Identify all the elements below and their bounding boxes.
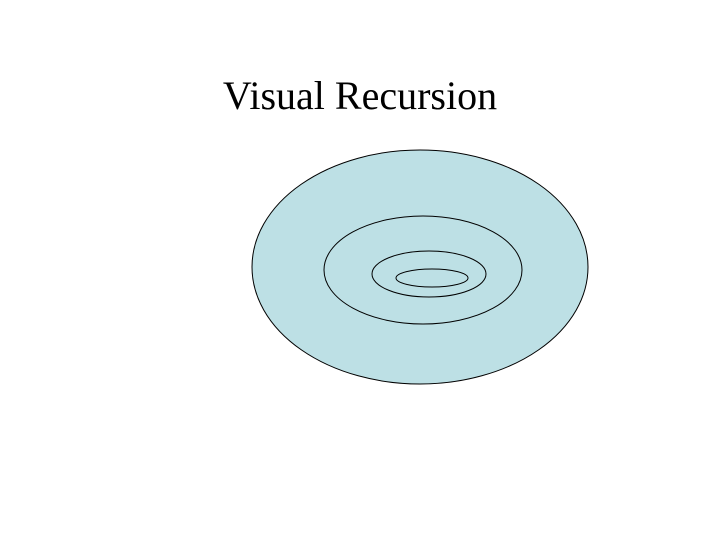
- slide-title: Visual Recursion: [222, 73, 498, 118]
- ellipse-inner: [395, 268, 469, 288]
- ellipse-third: [371, 250, 487, 298]
- ellipse-second: [323, 215, 523, 325]
- ellipse-outer: [251, 149, 589, 385]
